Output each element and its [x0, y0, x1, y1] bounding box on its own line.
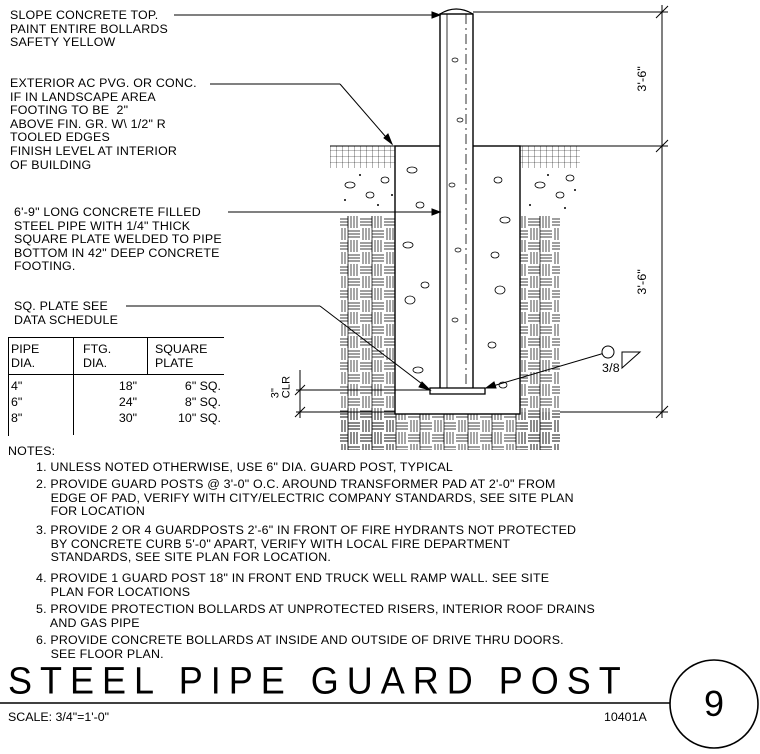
- cell-pipe: 4": [11, 379, 23, 393]
- cell-plate: 10" SQ.: [178, 411, 221, 425]
- cell-pipe: 6": [11, 395, 23, 409]
- note-1: 1. UNLESS NOTED OTHERWISE, USE 6" DIA. G…: [36, 460, 453, 474]
- note-5: 5. PROVIDE PROTECTION BOLLARDS AT UNPROT…: [36, 602, 595, 630]
- data-schedule-table: PIPE DIA. FTG. DIA. SQUARE PLATE 4" 18" …: [8, 337, 224, 436]
- notes-heading: NOTES:: [8, 444, 56, 458]
- dimension-lines: [294, 5, 669, 419]
- label-pipe: 6'-9" LONG CONCRETE FILLED STEEL PIPE WI…: [14, 205, 222, 274]
- detail-code: 10401A: [604, 710, 647, 724]
- header-square-plate: SQUARE PLATE: [155, 342, 208, 370]
- gravel-dots: [344, 174, 576, 209]
- cell-plate: 8" SQ.: [184, 395, 221, 409]
- note-3: 3. PROVIDE 2 OR 4 GUARDPOSTS 2'-6" IN FR…: [36, 523, 577, 565]
- label-plate: SQ. PLATE SEE DATA SCHEDULE: [14, 299, 119, 327]
- cell-ftg: 30": [118, 411, 137, 425]
- note-4: 4. PROVIDE 1 GUARD POST 18" IN FRONT END…: [36, 571, 550, 599]
- earth-bottom: [340, 412, 560, 450]
- label-slope: SLOPE CONCRETE TOP. PAINT ENTIRE BOLLARD…: [10, 8, 168, 50]
- gravel-right: [520, 168, 580, 216]
- square-plate: [429, 387, 486, 395]
- cell-plate: 6" SQ.: [184, 379, 221, 393]
- cell-pipe: 8": [11, 411, 23, 425]
- gravel-left: [330, 168, 395, 216]
- cell-ftg: 24": [118, 395, 137, 409]
- clr-label: 3" CLR: [269, 375, 293, 399]
- weld-label: 3/8: [602, 361, 620, 375]
- detail-circle: [669, 659, 759, 749]
- pavement-left: [330, 146, 395, 168]
- footing-aggregate: [344, 166, 575, 389]
- scale-label: SCALE: 3/4"=1'-0": [8, 710, 110, 724]
- detail-title: STEEL PIPE GUARD POST: [8, 658, 629, 702]
- header-pipe-dia: PIPE DIA.: [11, 342, 40, 370]
- steel-pipe: [439, 13, 474, 391]
- detail-number: 9: [703, 683, 725, 724]
- cell-ftg: 18": [118, 379, 137, 393]
- pipe-aggregate: [448, 57, 464, 323]
- dim-bottom-label: 3'-6": [635, 268, 650, 295]
- header-ftg-dia: FTG. DIA.: [83, 342, 112, 370]
- dim-top-label: 3'-6": [635, 65, 650, 92]
- pavement-right: [520, 146, 580, 168]
- note-6: 6. PROVIDE CONCRETE BOLLARDS AT INSIDE A…: [36, 633, 564, 661]
- leaders: [126, 11, 609, 391]
- earth-right: [520, 215, 560, 450]
- note-2: 2. PROVIDE GUARD POSTS @ 3'-0" O.C. AROU…: [36, 477, 574, 519]
- earth-left: [340, 215, 395, 450]
- label-exterior: EXTERIOR AC PVG. OR CONC. IF IN LANDSCAP…: [10, 76, 197, 172]
